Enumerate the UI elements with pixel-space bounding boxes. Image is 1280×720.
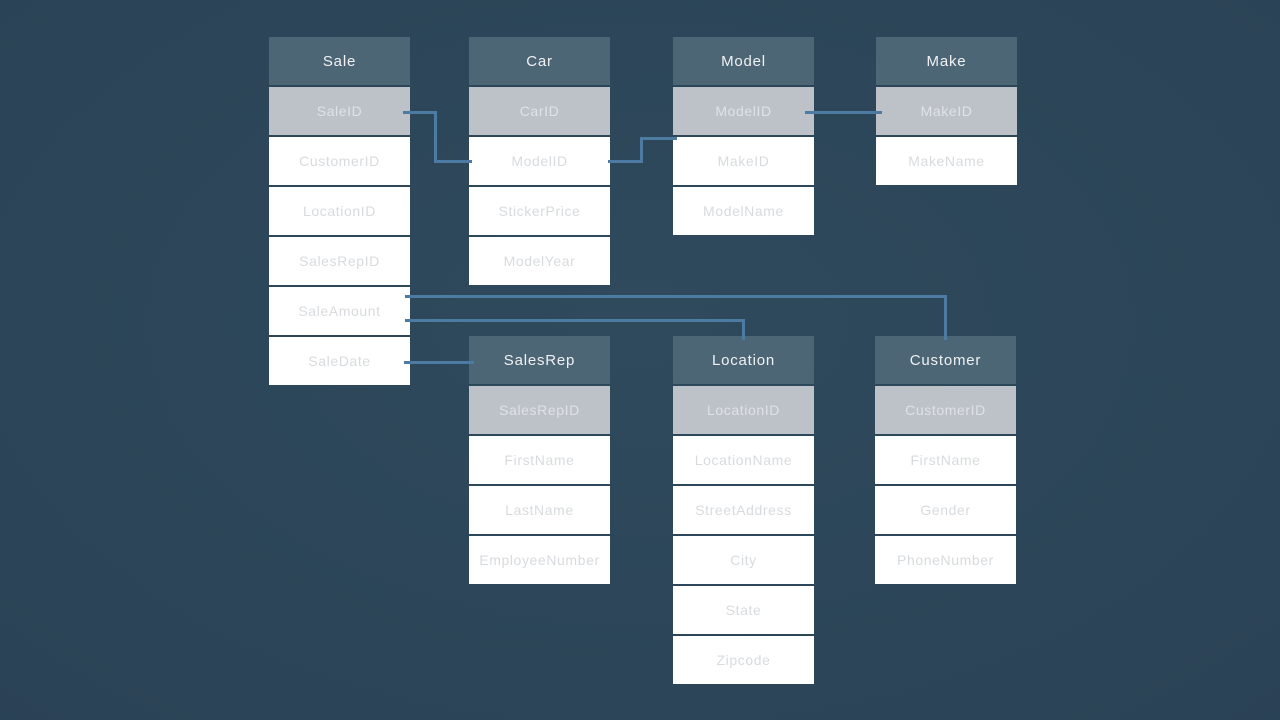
field-row: SaleDate bbox=[269, 337, 410, 385]
field-row: LastName bbox=[469, 486, 610, 534]
table-title-make: Make bbox=[876, 37, 1017, 85]
key-field-row: ModelID bbox=[673, 87, 814, 135]
field-row: LocationName bbox=[673, 436, 814, 484]
field-row: City bbox=[673, 536, 814, 584]
field-row: LocationID bbox=[269, 187, 410, 235]
key-field-row: LocationID bbox=[673, 386, 814, 434]
field-row: StickerPrice bbox=[469, 187, 610, 235]
table-title-model: Model bbox=[673, 37, 814, 85]
field-row: FirstName bbox=[875, 436, 1016, 484]
field-row: EmployeeNumber bbox=[469, 536, 610, 584]
field-row: State bbox=[673, 586, 814, 634]
field-row: MakeID bbox=[673, 137, 814, 185]
connector-sale-saledate-to-salesrep bbox=[404, 360, 474, 364]
connector-sale-saleid-to-car-modelid bbox=[435, 159, 472, 163]
table-title-location: Location bbox=[673, 336, 814, 384]
field-row: FirstName bbox=[469, 436, 610, 484]
key-field-row: CarID bbox=[469, 87, 610, 135]
connector-sale-to-location bbox=[741, 318, 745, 340]
field-row: SalesRepID bbox=[269, 237, 410, 285]
table-title-customer: Customer bbox=[875, 336, 1016, 384]
field-row: ModelID bbox=[469, 137, 610, 185]
field-row: PhoneNumber bbox=[875, 536, 1016, 584]
connector-car-modelid-to-model-modelid bbox=[639, 136, 643, 163]
connector-sale-saleid-to-car-modelid bbox=[433, 110, 437, 163]
connector-sale-to-location bbox=[405, 318, 743, 322]
key-field-row: SaleID bbox=[269, 87, 410, 135]
key-field-row: MakeID bbox=[876, 87, 1017, 135]
key-field-row: SalesRepID bbox=[469, 386, 610, 434]
table-title-car: Car bbox=[469, 37, 610, 85]
connector-car-modelid-to-model-modelid bbox=[641, 136, 677, 140]
field-row: MakeName bbox=[876, 137, 1017, 185]
connector-model-modelid-to-make-makeid bbox=[805, 110, 882, 114]
field-row: Zipcode bbox=[673, 636, 814, 684]
field-row: CustomerID bbox=[269, 137, 410, 185]
connector-sale-to-customer bbox=[405, 294, 945, 298]
connector-car-modelid-to-model-modelid bbox=[608, 159, 641, 163]
connector-sale-to-customer bbox=[943, 294, 947, 340]
field-row: Gender bbox=[875, 486, 1016, 534]
field-row: ModelName bbox=[673, 187, 814, 235]
key-field-row: CustomerID bbox=[875, 386, 1016, 434]
table-title-salesrep: SalesRep bbox=[469, 336, 610, 384]
field-row: ModelYear bbox=[469, 237, 610, 285]
field-row: SaleAmount bbox=[269, 287, 410, 335]
table-title-sale: Sale bbox=[269, 37, 410, 85]
connector-sale-saleid-to-car-modelid bbox=[403, 110, 435, 114]
field-row: StreetAddress bbox=[673, 486, 814, 534]
